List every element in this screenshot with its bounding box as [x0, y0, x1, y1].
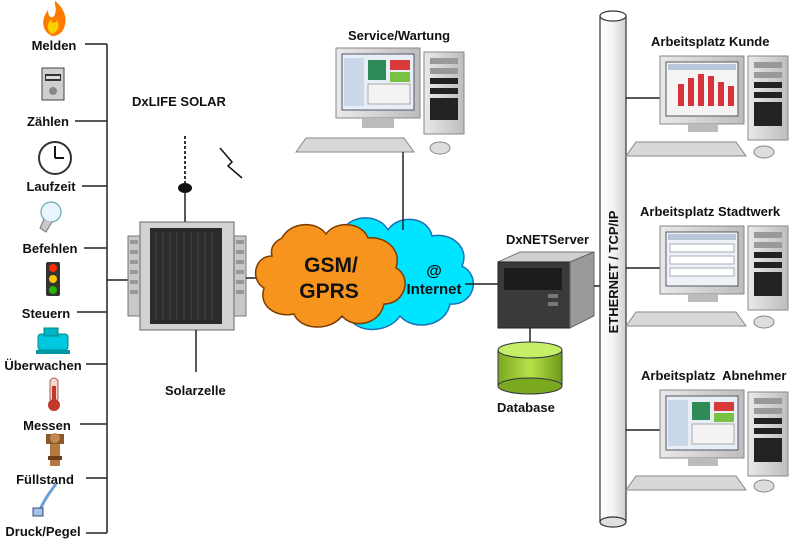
solarzelle-label: Solarzelle — [165, 383, 226, 398]
database-label: Database — [497, 400, 555, 415]
service-pc — [295, 47, 465, 155]
flame-icon — [43, 1, 66, 36]
gsm-gprs-cloud — [254, 224, 406, 328]
server-label: DxNETServer — [506, 232, 589, 247]
level-sensor-icon — [46, 433, 64, 466]
device-title: DxLIFE SOLAR — [132, 94, 227, 109]
pump-icon — [36, 327, 70, 354]
workstation-pc-abnehmer — [625, 389, 789, 493]
sensor-label-fuellstand: Füllstand — [16, 472, 74, 487]
workstation-label-kunde: Arbeitsplatz Kunde — [651, 34, 769, 49]
workstation-pc-kunde — [625, 55, 789, 159]
pressure-probe-icon — [32, 483, 58, 517]
antenna-icon — [178, 136, 192, 224]
workstation-label-abnehmer: Arbeitsplatz Abnehmer — [641, 368, 786, 383]
server-box — [497, 251, 595, 329]
bus-branches — [626, 97, 660, 431]
traffic-light-icon — [46, 262, 60, 296]
database-icon — [497, 341, 563, 395]
sensor-label-befehlen: Befehlen — [23, 241, 78, 256]
at-symbol: @ — [426, 263, 442, 280]
workstation-pc-stadtwerk — [625, 225, 789, 329]
sensor-label-messen: Messen — [23, 418, 71, 433]
sensor-bracket — [75, 43, 128, 534]
clock-icon — [38, 141, 72, 175]
ethernet-bus — [599, 10, 627, 528]
internet-label: Internet — [406, 281, 461, 298]
gsm-label: GSM/ — [304, 254, 358, 277]
sensor-label-melden: Melden — [32, 38, 77, 53]
thermometer-icon — [48, 377, 60, 411]
sensor-label-druck-pegel: Druck/Pegel — [5, 524, 80, 539]
sensor-label-zaehlen: Zählen — [27, 114, 69, 129]
gprs-label: GPRS — [299, 280, 359, 303]
sensor-label-steuern: Steuern — [22, 306, 70, 321]
lightbulb-icon — [39, 201, 62, 233]
workstation-label-stadtwerk: Arbeitsplatz Stadtwerk — [640, 204, 781, 219]
sensor-label-laufzeit: Laufzeit — [26, 179, 76, 194]
sensor-label-ueberwachen: Überwachen — [4, 358, 81, 373]
service-label: Service/Wartung — [348, 28, 450, 43]
radio-signal-icon — [219, 147, 243, 179]
meter-icon — [41, 67, 65, 101]
dxlife-solar-device — [127, 221, 247, 331]
ethernet-label: ETHERNET / TCP/IP — [606, 210, 621, 333]
